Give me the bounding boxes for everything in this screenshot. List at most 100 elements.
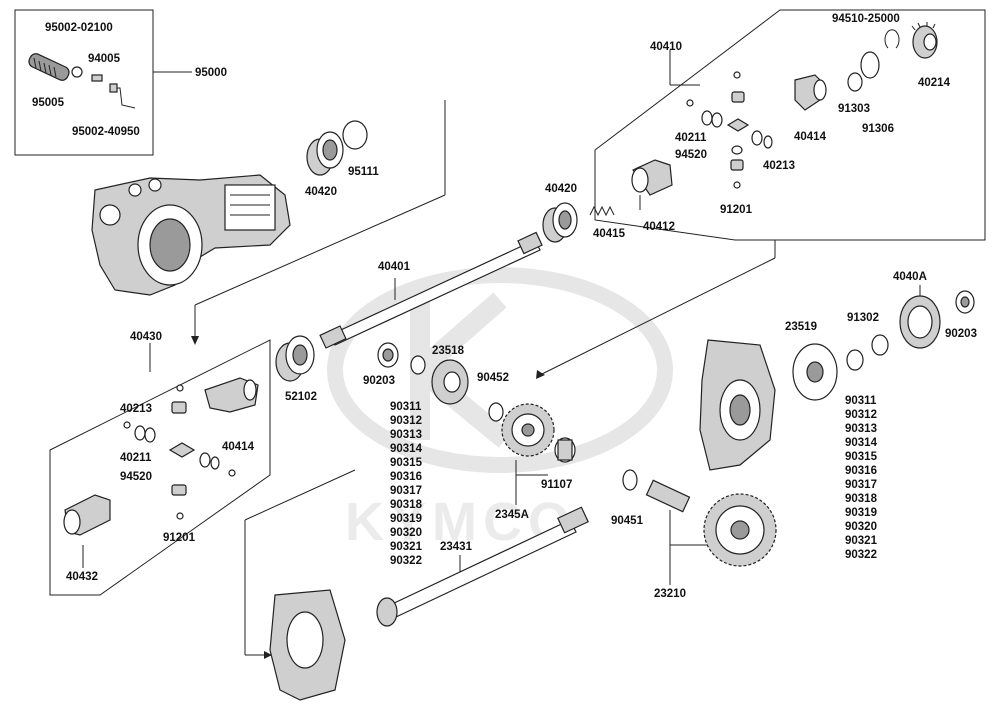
seal-40420-middle (542, 202, 578, 243)
right-crankcase (699, 339, 776, 471)
shim-right-item: 90319 (845, 507, 877, 519)
frame-40430 (49, 339, 271, 596)
label-95000: 95000 (195, 67, 227, 79)
shim-list-left: 90311 90312 90313 90314 90315 90316 9031… (390, 401, 423, 567)
shim-left-item: 90311 (390, 401, 422, 413)
label-95002-40950: 95002-40950 (72, 126, 140, 138)
label-23210: 23210 (654, 588, 686, 600)
breather-kit-parts (28, 53, 136, 109)
label-95005: 95005 (32, 97, 65, 109)
bearing-cover-23519 (792, 343, 838, 401)
shim-right-item: 90320 (845, 521, 877, 533)
snap-ring-95111 (342, 120, 368, 150)
ring-91306 (860, 51, 880, 79)
label-94005: 94005 (88, 53, 121, 65)
label-91107: 91107 (541, 479, 572, 491)
label-40213-right: 40213 (763, 160, 795, 172)
gear-23518 (431, 359, 469, 405)
label-40214: 40214 (918, 77, 951, 89)
label-40432: 40432 (66, 571, 98, 583)
label-40414-left: 40414 (222, 441, 255, 453)
shim-left-item: 90315 (390, 457, 423, 469)
shim-right-item: 90321 (845, 535, 878, 547)
shim-ring-91302 (846, 334, 889, 371)
shim-right-item: 90322 (845, 549, 877, 561)
yoke-40432 (63, 494, 111, 536)
shim-left-item: 90313 (390, 429, 422, 441)
bearing-90203-left (377, 342, 399, 368)
drive-shaft-40401 (319, 231, 543, 349)
shim-right-item: 90317 (845, 479, 877, 491)
shim-right-item: 90314 (845, 437, 878, 449)
washer-90452 (488, 402, 504, 422)
shim-left-item: 90321 (390, 541, 423, 553)
shim-left-item: 90316 (390, 471, 422, 483)
shim-list-right: 90311 90312 90313 90314 90315 90316 9031… (845, 395, 878, 561)
shim-right-item: 90316 (845, 465, 877, 477)
universal-joint-parts-left (123, 384, 236, 520)
label-2345A: 2345A (495, 509, 529, 521)
label-40213-left: 40213 (120, 403, 152, 415)
label-40414-right: 40414 (794, 131, 827, 143)
label-90452: 90452 (477, 372, 509, 384)
shim-left-item: 90320 (390, 527, 422, 539)
seal-52102 (275, 335, 315, 382)
spring-40415 (589, 205, 615, 217)
yoke-40414-right (794, 74, 827, 111)
label-90203-left: 90203 (363, 375, 395, 387)
circlip-94510 (884, 29, 900, 49)
label-91306: 91306 (862, 123, 894, 135)
lower-crankcase (269, 589, 346, 701)
label-23518: 23518 (432, 345, 465, 357)
seal-40420-upper (306, 131, 344, 176)
label-90451: 90451 (611, 515, 644, 527)
bearing-4040A (899, 295, 941, 349)
label-40211-left: 40211 (120, 452, 152, 464)
label-40211-right: 40211 (675, 132, 707, 144)
shim-right-item: 90311 (845, 395, 877, 407)
label-91201-right: 91201 (720, 204, 753, 216)
shim-left-item: 90312 (390, 415, 422, 427)
shim-left-item: 90318 (390, 499, 423, 511)
label-4040A: 4040A (893, 271, 927, 283)
universal-joint-parts-right (686, 71, 773, 189)
shim-right-item: 90315 (845, 451, 878, 463)
shim-left-item: 90314 (390, 443, 423, 455)
part-labels: 95002-02100 94005 95000 95005 95002-4095… (32, 13, 977, 600)
shim-right-item: 90318 (845, 493, 878, 505)
label-23431: 23431 (440, 541, 473, 553)
front-differential-housing (91, 174, 291, 296)
label-91303: 91303 (838, 103, 870, 115)
label-91302: 91302 (847, 312, 879, 324)
label-40420-middle: 40420 (545, 183, 577, 195)
label-90203-right: 90203 (945, 328, 977, 340)
label-40430: 40430 (130, 331, 162, 343)
frame-40410 (594, 9, 986, 241)
yoke-40412 (631, 159, 673, 196)
frame-95000 (14, 9, 154, 156)
gear-23210 (645, 479, 777, 567)
needle-bearing-91107 (554, 437, 576, 463)
label-40412: 40412 (643, 221, 675, 233)
label-94520-left: 94520 (120, 471, 152, 483)
label-23519: 23519 (785, 321, 817, 333)
shim-right-item: 90312 (845, 409, 877, 421)
shaft-23431 (376, 506, 589, 627)
label-94510-25000: 94510-25000 (832, 13, 900, 25)
kymco-watermark: KYMCO (327, 267, 673, 552)
label-40415: 40415 (593, 228, 626, 240)
leader-lines (82, 50, 921, 659)
label-40401: 40401 (378, 261, 411, 273)
bearing-90203-right (955, 290, 975, 314)
shim-left-item: 90317 (390, 485, 422, 497)
shim-left-item: 90322 (390, 555, 422, 567)
yoke-40414-left (204, 377, 259, 413)
label-91201-left: 91201 (163, 532, 196, 544)
ring-91303 (847, 72, 863, 92)
shim-left-item: 90319 (390, 513, 422, 525)
label-95111: 95111 (348, 166, 379, 178)
label-94520-right: 94520 (675, 149, 707, 161)
label-52102: 52102 (285, 391, 317, 403)
washer-90451 (622, 469, 638, 491)
